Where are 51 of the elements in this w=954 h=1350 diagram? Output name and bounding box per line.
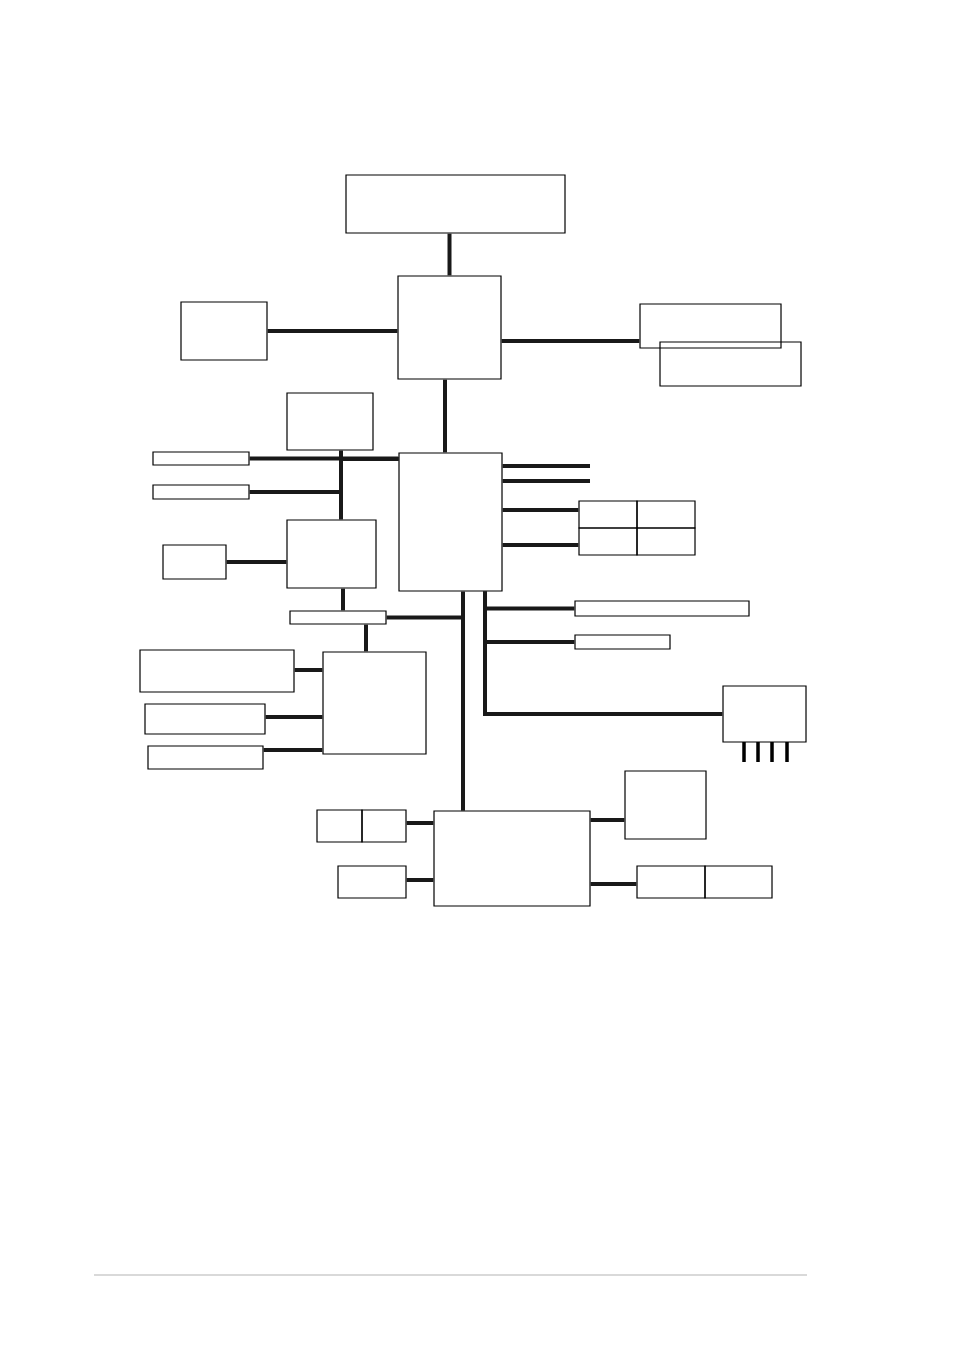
- bus-line: [226, 560, 287, 564]
- block-box: [361, 809, 407, 843]
- block-box: [578, 527, 638, 556]
- block-box: [639, 303, 782, 349]
- bus-line: [265, 715, 323, 719]
- block-box: [180, 301, 268, 361]
- bus-line: [406, 878, 434, 882]
- block-box: [636, 865, 706, 899]
- bus-line: [406, 821, 434, 825]
- block-box: [139, 649, 295, 693]
- bus-line: [263, 748, 323, 752]
- block-box: [289, 610, 387, 625]
- block-box: [147, 745, 264, 770]
- block-box: [286, 519, 377, 589]
- block-box: [433, 810, 591, 907]
- bus-line: [294, 668, 323, 672]
- bus-line: [501, 339, 640, 343]
- block-box: [397, 275, 502, 380]
- bus-line: [447, 233, 452, 276]
- block-box: [337, 865, 407, 899]
- block-box: [322, 651, 427, 755]
- bus-line: [590, 882, 637, 886]
- block-box: [286, 392, 374, 451]
- block-box: [152, 451, 250, 466]
- bus-line: [502, 464, 590, 468]
- block-box: [144, 703, 266, 735]
- block-box: [578, 500, 638, 529]
- bus-line: [461, 591, 465, 811]
- block-box: [162, 544, 227, 580]
- bus-line: [502, 479, 590, 483]
- bus-line: [267, 329, 398, 333]
- block-box: [659, 341, 802, 387]
- bus-line: [364, 624, 368, 652]
- bus-line: [339, 457, 399, 520]
- block-box: [574, 600, 750, 617]
- bus-line: [590, 818, 625, 822]
- block-box: [152, 484, 250, 500]
- block-box: [345, 174, 566, 234]
- block-box: [636, 500, 696, 529]
- block-box: [624, 770, 707, 840]
- bus-line: [443, 379, 447, 453]
- bus-line: [502, 508, 579, 512]
- block-box: [722, 685, 807, 743]
- bus-line: [483, 591, 723, 716]
- block-box: [574, 634, 671, 650]
- bus-line: [502, 543, 579, 547]
- block-box: [316, 809, 363, 843]
- bus-line: [341, 588, 345, 611]
- block-box: [704, 865, 773, 899]
- block-box: [398, 452, 503, 592]
- block-box: [636, 527, 696, 556]
